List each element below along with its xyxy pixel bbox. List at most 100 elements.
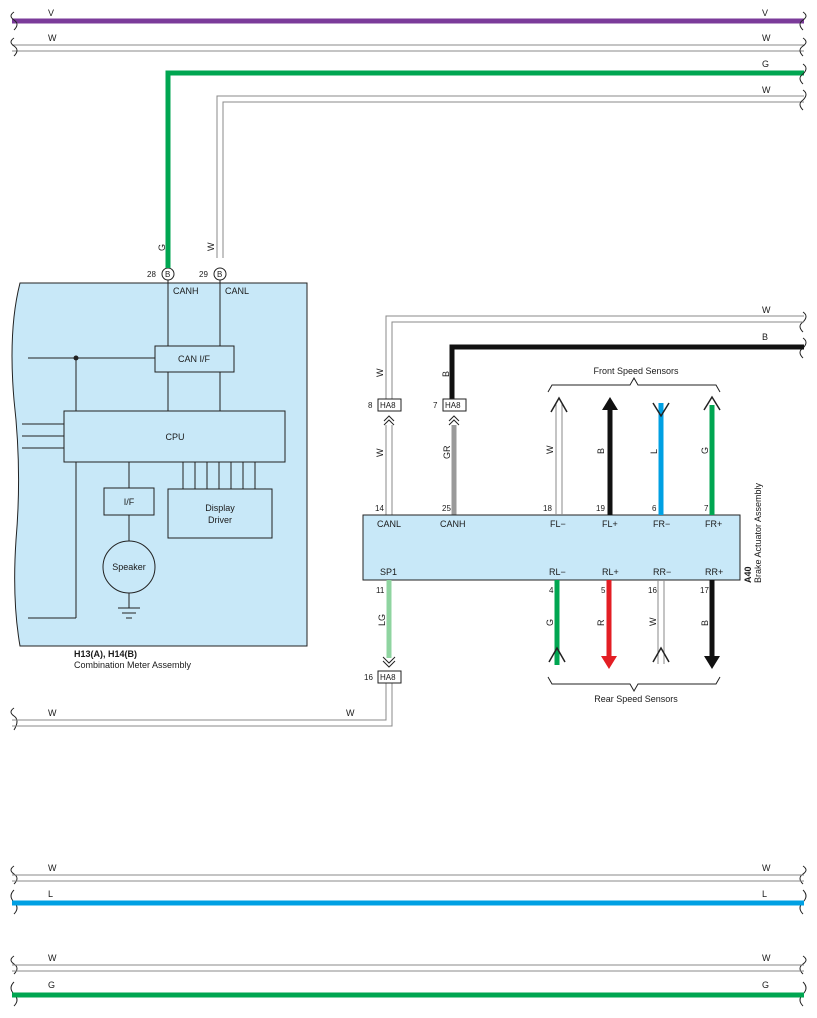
svg-text:GR: GR <box>442 445 452 459</box>
svg-text:W: W <box>648 617 658 626</box>
can-if-block: CAN I/F <box>154 345 235 373</box>
svg-text:B: B <box>441 371 451 377</box>
speaker-icon: Speaker <box>102 540 156 594</box>
combination-meter-assembly: G W B 28 B 29 CANH CANL CAN I/F CPU <box>11 242 308 670</box>
meter-name: Combination Meter Assembly <box>74 660 192 670</box>
bus-line-top-v: V V <box>12 8 804 24</box>
svg-text:HA8: HA8 <box>380 401 396 410</box>
svg-text:FR−: FR− <box>653 519 670 529</box>
svg-text:W: W <box>48 708 57 718</box>
svg-text:Speaker: Speaker <box>112 562 146 572</box>
svg-text:W: W <box>48 863 57 873</box>
svg-text:G: G <box>700 447 710 454</box>
pin-28-connector: B 28 <box>147 267 175 281</box>
meter-code: H13(A), H14(B) <box>74 649 137 659</box>
svg-text:V: V <box>48 8 54 18</box>
svg-text:L: L <box>762 889 767 899</box>
svg-text:4: 4 <box>549 586 554 595</box>
svg-text:HA8: HA8 <box>445 401 461 410</box>
svg-text:25: 25 <box>442 504 451 513</box>
svg-text:W: W <box>375 368 385 377</box>
svg-text:W: W <box>375 448 385 457</box>
svg-text:B: B <box>762 332 768 342</box>
svg-text:W: W <box>346 708 355 718</box>
svg-text:W: W <box>762 305 771 315</box>
sp1-wire: LG <box>377 580 396 668</box>
junction-ha8-canl: HA8 8 <box>368 398 402 426</box>
bus-line-mid-b: B <box>449 332 804 400</box>
svg-text:R: R <box>596 619 606 626</box>
bus-line-mid-w: W <box>385 305 804 400</box>
pins-top: 14 CANL 25 CANH 18 FL− 19 FL+ 6 FR− 7 FR… <box>375 504 722 529</box>
brake-actuator-assembly: W B HA8 8 HA8 7 W GR 14 CANL 25 CANH 18 … <box>362 366 763 704</box>
right-break-marks <box>799 11 807 1007</box>
pin-29-connector: B 29 <box>199 267 227 281</box>
svg-text:18: 18 <box>543 504 552 513</box>
svg-text:RL+: RL+ <box>602 567 619 577</box>
pins-bottom: SP1 11 RL− 4 RL+ 5 RR− 16 RR+ 17 <box>376 567 723 595</box>
svg-text:14: 14 <box>375 504 384 513</box>
display-driver-block: Display Driver <box>167 488 273 539</box>
svg-text:L: L <box>649 449 659 454</box>
if-block: I/F <box>103 487 155 516</box>
svg-text:FL−: FL− <box>550 519 566 529</box>
svg-text:V: V <box>762 8 768 18</box>
svg-text:19: 19 <box>596 504 605 513</box>
bus-line-bottom-l: L L <box>12 889 804 906</box>
svg-text:W: W <box>762 863 771 873</box>
svg-text:G: G <box>762 59 769 69</box>
ground-icon <box>118 607 140 619</box>
svg-text:Rear Speed Sensors: Rear Speed Sensors <box>594 694 678 704</box>
wire-label-canh: G <box>157 244 167 251</box>
svg-text:CPU: CPU <box>165 432 184 442</box>
svg-text:5: 5 <box>601 586 606 595</box>
svg-text:CANH: CANH <box>440 519 466 529</box>
svg-text:LG: LG <box>377 614 387 626</box>
cpu-block: CPU <box>63 410 286 463</box>
svg-text:8: 8 <box>368 401 373 410</box>
left-break-marks <box>10 11 18 1007</box>
svg-text:16: 16 <box>364 673 373 682</box>
svg-text:L: L <box>48 889 53 899</box>
bus-line-meter-w: W W <box>12 683 393 727</box>
bus-line-top-w2: W <box>216 85 804 258</box>
svg-text:B: B <box>217 270 222 279</box>
svg-text:RR+: RR+ <box>705 567 723 577</box>
svg-text:B: B <box>165 270 170 279</box>
junction-ha8-canh: HA8 7 <box>433 398 467 426</box>
svg-text:CANL: CANL <box>377 519 401 529</box>
canh-label: CANH <box>173 286 199 296</box>
svg-text:W: W <box>48 953 57 963</box>
junction-ha8-sp1: HA8 16 <box>364 670 402 684</box>
front-sensor-bracket: Front Speed Sensors <box>547 366 721 393</box>
svg-text:Driver: Driver <box>208 515 232 525</box>
bus-line-bottom-w2: W W <box>12 953 804 972</box>
svg-text:28: 28 <box>147 270 156 279</box>
canl-label: CANL <box>225 286 249 296</box>
svg-text:I/F: I/F <box>124 497 135 507</box>
brake-code: A40 <box>743 566 753 583</box>
svg-text:G: G <box>48 980 55 990</box>
svg-text:29: 29 <box>199 270 208 279</box>
svg-text:RR−: RR− <box>653 567 671 577</box>
front-sensor-wires: W B L G <box>545 395 721 515</box>
svg-text:W: W <box>545 445 555 454</box>
rear-sensor-bracket: Rear Speed Sensors <box>547 676 721 704</box>
wire-label-canl: W <box>206 242 216 251</box>
brake-name: Brake Actuator Assembly <box>753 482 763 583</box>
svg-text:G: G <box>545 619 555 626</box>
svg-text:SP1: SP1 <box>380 567 397 577</box>
bus-line-top-g: G <box>165 59 804 258</box>
svg-text:FL+: FL+ <box>602 519 618 529</box>
svg-text:W: W <box>762 33 771 43</box>
svg-text:G: G <box>762 980 769 990</box>
svg-text:7: 7 <box>433 401 438 410</box>
svg-text:6: 6 <box>652 504 657 513</box>
bus-line-bottom-w1: W W <box>12 863 804 882</box>
svg-text:HA8: HA8 <box>380 673 396 682</box>
svg-text:Front Speed Sensors: Front Speed Sensors <box>593 366 679 376</box>
svg-text:W: W <box>762 85 771 95</box>
svg-text:W: W <box>762 953 771 963</box>
svg-text:Display: Display <box>205 503 235 513</box>
